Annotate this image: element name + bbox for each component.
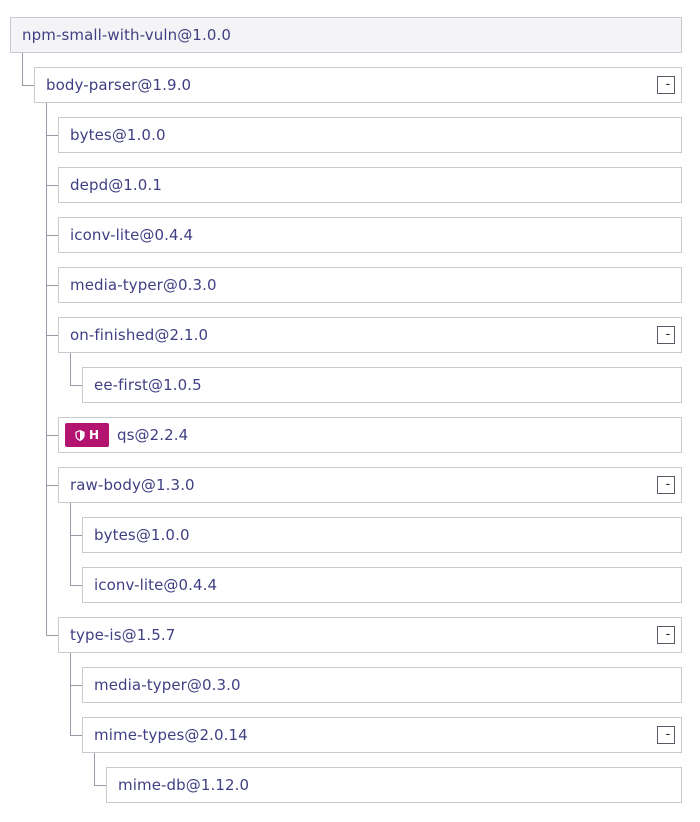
tree-connector (70, 535, 82, 536)
package-label: ee-first@1.0.5 (94, 376, 202, 394)
tree-node-media-typer-b[interactable]: media-typer@0.3.0 (82, 667, 682, 703)
shield-icon (75, 429, 85, 441)
collapse-button[interactable]: - (657, 326, 675, 344)
package-label: depd@1.0.1 (70, 176, 162, 194)
tree-connector (70, 735, 82, 736)
tree-node-mime-db[interactable]: mime-db@1.12.0 (106, 767, 682, 803)
tree-connector (46, 485, 58, 486)
package-label: raw-body@1.3.0 (70, 476, 195, 494)
tree-connector (46, 635, 58, 636)
tree-connector (70, 653, 71, 736)
tree-connector (46, 335, 58, 336)
tree-node-bytes-a[interactable]: bytes@1.0.0 (58, 117, 682, 153)
package-label: qs@2.2.4 (117, 426, 189, 444)
package-label: npm-small-with-vuln@1.0.0 (22, 26, 231, 44)
tree-connector (46, 285, 58, 286)
severity-label: H (88, 428, 100, 442)
tree-connector (70, 353, 71, 386)
package-label: body-parser@1.9.0 (46, 76, 192, 94)
package-label: bytes@1.0.0 (94, 526, 190, 544)
tree-connector (70, 385, 82, 386)
package-label: mime-types@2.0.14 (94, 726, 248, 744)
package-label: type-is@1.5.7 (70, 626, 176, 644)
collapse-button[interactable]: - (657, 76, 675, 94)
package-label: media-typer@0.3.0 (94, 676, 241, 694)
package-label: media-typer@0.3.0 (70, 276, 217, 294)
tree-connector (70, 585, 82, 586)
package-label: iconv-lite@0.4.4 (94, 576, 218, 594)
tree-node-on-finished[interactable]: on-finished@2.1.0 - (58, 317, 682, 353)
tree-node-iconv-lite-a[interactable]: iconv-lite@0.4.4 (58, 217, 682, 253)
tree-node-depd[interactable]: depd@1.0.1 (58, 167, 682, 203)
collapse-button[interactable]: - (657, 626, 675, 644)
tree-connector (46, 435, 58, 436)
vulnerability-badge[interactable]: H (65, 423, 109, 447)
tree-node-bytes-b[interactable]: bytes@1.0.0 (82, 517, 682, 553)
tree-node-mime-types[interactable]: mime-types@2.0.14 - (82, 717, 682, 753)
tree-node-ee-first[interactable]: ee-first@1.0.5 (82, 367, 682, 403)
tree-node-type-is[interactable]: type-is@1.5.7 - (58, 617, 682, 653)
collapse-button[interactable]: - (657, 726, 675, 744)
package-label: on-finished@2.1.0 (70, 326, 209, 344)
collapse-button[interactable]: - (657, 476, 675, 494)
tree-connector (22, 53, 23, 86)
tree-node-body-parser[interactable]: body-parser@1.9.0 - (34, 67, 682, 103)
tree-connector (46, 135, 58, 136)
package-label: bytes@1.0.0 (70, 126, 166, 144)
tree-connector (70, 685, 82, 686)
tree-connector (46, 235, 58, 236)
tree-node-raw-body[interactable]: raw-body@1.3.0 - (58, 467, 682, 503)
tree-connector (94, 785, 106, 786)
tree-node-media-typer-a[interactable]: media-typer@0.3.0 (58, 267, 682, 303)
tree-connector (22, 85, 34, 86)
tree-connector (46, 103, 47, 636)
tree-node-iconv-lite-b[interactable]: iconv-lite@0.4.4 (82, 567, 682, 603)
tree-node-root[interactable]: npm-small-with-vuln@1.0.0 (10, 17, 682, 53)
package-label: mime-db@1.12.0 (118, 776, 250, 794)
tree-connector (70, 503, 71, 586)
tree-connector (46, 185, 58, 186)
tree-connector (94, 753, 95, 786)
package-label: iconv-lite@0.4.4 (70, 226, 194, 244)
